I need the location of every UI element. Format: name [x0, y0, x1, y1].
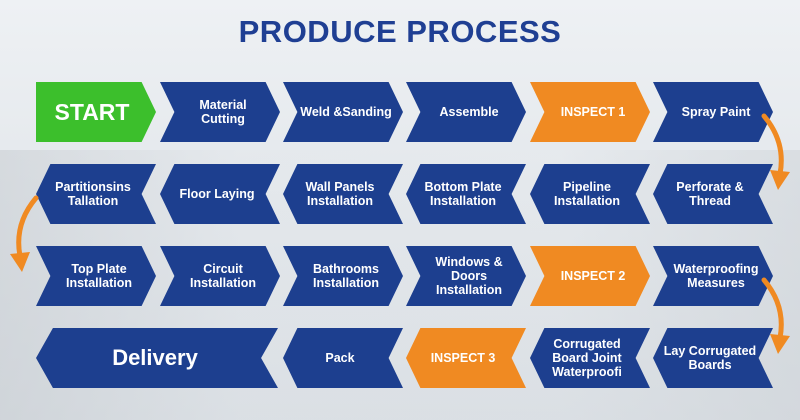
connector-arrow-right-2 [761, 277, 790, 354]
step-inspect-2: INSPECT 2 [530, 246, 650, 306]
step-inspect-1: INSPECT 1 [530, 82, 650, 142]
step-top-plate-installation: Top Plate Installation [36, 246, 156, 306]
step-bathrooms-installation: Bathrooms Installation [283, 246, 403, 306]
step-start: START [36, 82, 156, 142]
step-floor-laying: Floor Laying [160, 164, 280, 224]
step-assemble: Assemble [406, 82, 526, 142]
step-material-cutting: Material Cutting [160, 82, 280, 142]
step-perforate-thread: Perforate & Thread [653, 164, 773, 224]
connector-arrow-right-1 [761, 113, 790, 190]
step-windows-doors-installation: Windows & Doors Installation [406, 246, 526, 306]
step-pack: Pack [283, 328, 403, 388]
step-weld-sanding: Weld &Sanding [283, 82, 403, 142]
step-wall-panels-installation: Wall Panels Installation [283, 164, 403, 224]
step-lay-corrugated-boards: Lay Corrugated Boards [653, 328, 773, 388]
step-partitions-installation: Partitionsins Tallation [36, 164, 156, 224]
step-spray-paint: Spray Paint [653, 82, 773, 142]
step-corrugated-board-joint: Corrugated Board Joint Waterproofi [530, 328, 650, 388]
step-circuit-installation: Circuit Installation [160, 246, 280, 306]
step-pipeline-installation: Pipeline Installation [530, 164, 650, 224]
step-bottom-plate-installation: Bottom Plate Installation [406, 164, 526, 224]
connector-arrow-left [10, 195, 39, 272]
step-waterproofing-measures: Waterproofing Measures [653, 246, 773, 306]
step-delivery: Delivery [36, 328, 278, 388]
step-inspect-3: INSPECT 3 [406, 328, 526, 388]
page-title: PRODUCE PROCESS [238, 14, 562, 49]
